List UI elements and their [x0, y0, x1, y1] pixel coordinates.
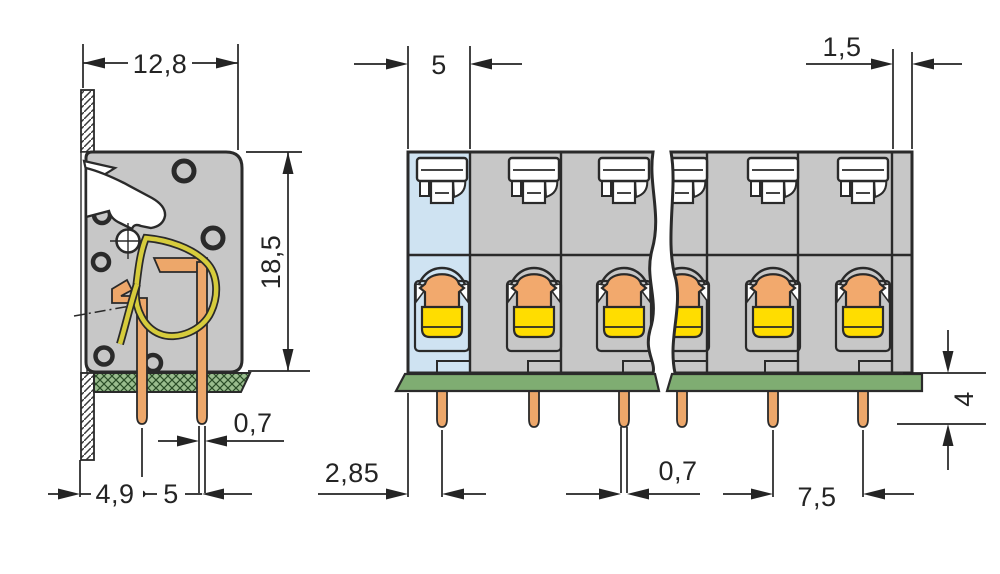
- foot-notch: [858, 360, 893, 373]
- panel-hatch-top: [80, 89, 95, 153]
- solder-pins: [436, 385, 869, 428]
- dim-pin-length: 4: [949, 391, 979, 407]
- dim-height-18-5: 18,5: [256, 235, 286, 290]
- mounting-hole: [200, 225, 226, 251]
- solder-pin-front: [136, 297, 148, 425]
- front-view: [394, 150, 924, 428]
- dim-first-pole: 5: [431, 50, 447, 80]
- solder-pin: [618, 385, 630, 428]
- block-group-right: [670, 152, 912, 373]
- pcb-strip-right: [665, 372, 924, 393]
- dim-wall-to-pin: 4,9: [95, 479, 134, 509]
- pcb-strip-left: [394, 372, 661, 393]
- block-group-right-outline: [669, 150, 914, 375]
- side-view: [73, 89, 252, 461]
- solder-pin-rear: [196, 261, 208, 425]
- dim-end-wall: 1,5: [822, 32, 861, 62]
- dim-pole-pitch: 7,5: [797, 482, 836, 512]
- solder-pin: [436, 385, 448, 428]
- pcb-board: [93, 372, 252, 393]
- mounting-hole: [90, 251, 112, 273]
- solder-pin: [528, 385, 540, 428]
- screwdriver-slot: [110, 223, 146, 259]
- dim-edge-to-pin: 2,85: [325, 458, 380, 488]
- mounting-hole: [93, 345, 115, 367]
- dim-pin-width-right: 0,7: [658, 456, 697, 486]
- center-line: [73, 304, 137, 317]
- block-group-left: [408, 152, 656, 373]
- dimension-labels: 12,8 18,5 0,7 4,9 5 5 1,5 2,85 0,7 7,5 4: [91, 32, 979, 512]
- dim-pin-spacing: 5: [163, 479, 179, 509]
- clamp-spring: [116, 233, 221, 346]
- solder-pin: [767, 385, 779, 428]
- foot-notch: [436, 360, 471, 373]
- solder-pin: [857, 385, 869, 428]
- dim-pin-width-left: 0,7: [233, 408, 272, 438]
- block-group-left-outline: [406, 150, 658, 375]
- foot-notch: [527, 360, 562, 373]
- mounting-hole: [171, 158, 197, 184]
- dim-width-12-8: 12,8: [133, 49, 188, 79]
- foot-notch: [622, 360, 656, 373]
- release-lever: [84, 166, 167, 231]
- panel-hatch-bottom: [80, 372, 95, 461]
- cell-divider: [705, 152, 894, 373]
- solder-pin: [676, 385, 688, 428]
- foot-notch: [764, 360, 799, 373]
